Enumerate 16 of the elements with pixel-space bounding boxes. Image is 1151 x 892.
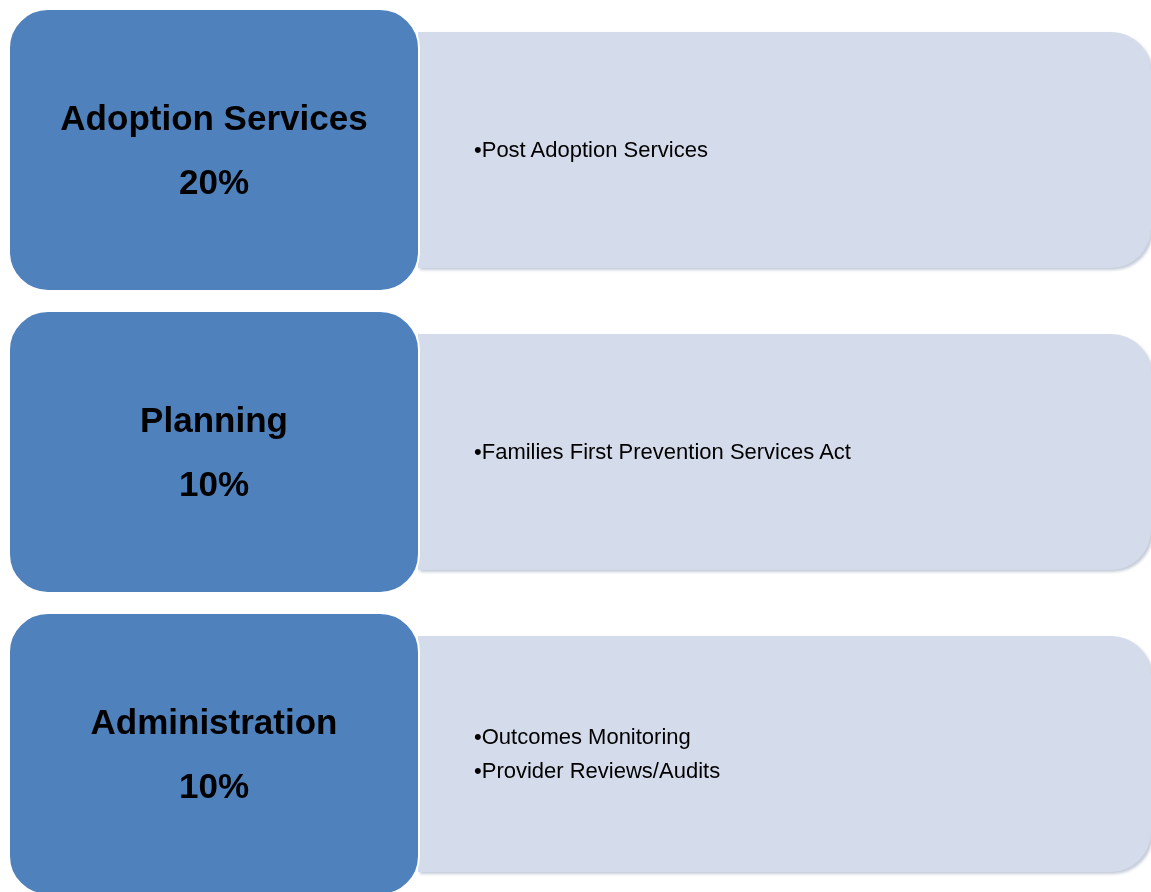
detail-panel bbox=[418, 32, 1151, 268]
bullet-item: •Provider Reviews/Audits bbox=[474, 757, 722, 785]
category-title: Adoption Services bbox=[60, 98, 368, 138]
bullet-item: •Outcomes Monitoring bbox=[474, 723, 692, 751]
category-box bbox=[8, 310, 420, 594]
detail-panel bbox=[418, 334, 1151, 570]
percentage: 20% bbox=[178, 162, 250, 202]
category-box bbox=[8, 8, 420, 292]
category-title: Planning bbox=[140, 400, 288, 440]
category-title: Administration bbox=[90, 702, 338, 742]
percentage: 10% bbox=[178, 464, 250, 504]
bullet-item: •Post Adoption Services bbox=[474, 136, 709, 164]
detail-panel bbox=[418, 636, 1151, 872]
bullet-item: •Families First Prevention Services Act bbox=[474, 438, 852, 466]
percentage: 10% bbox=[178, 766, 250, 806]
category-box bbox=[8, 612, 420, 892]
